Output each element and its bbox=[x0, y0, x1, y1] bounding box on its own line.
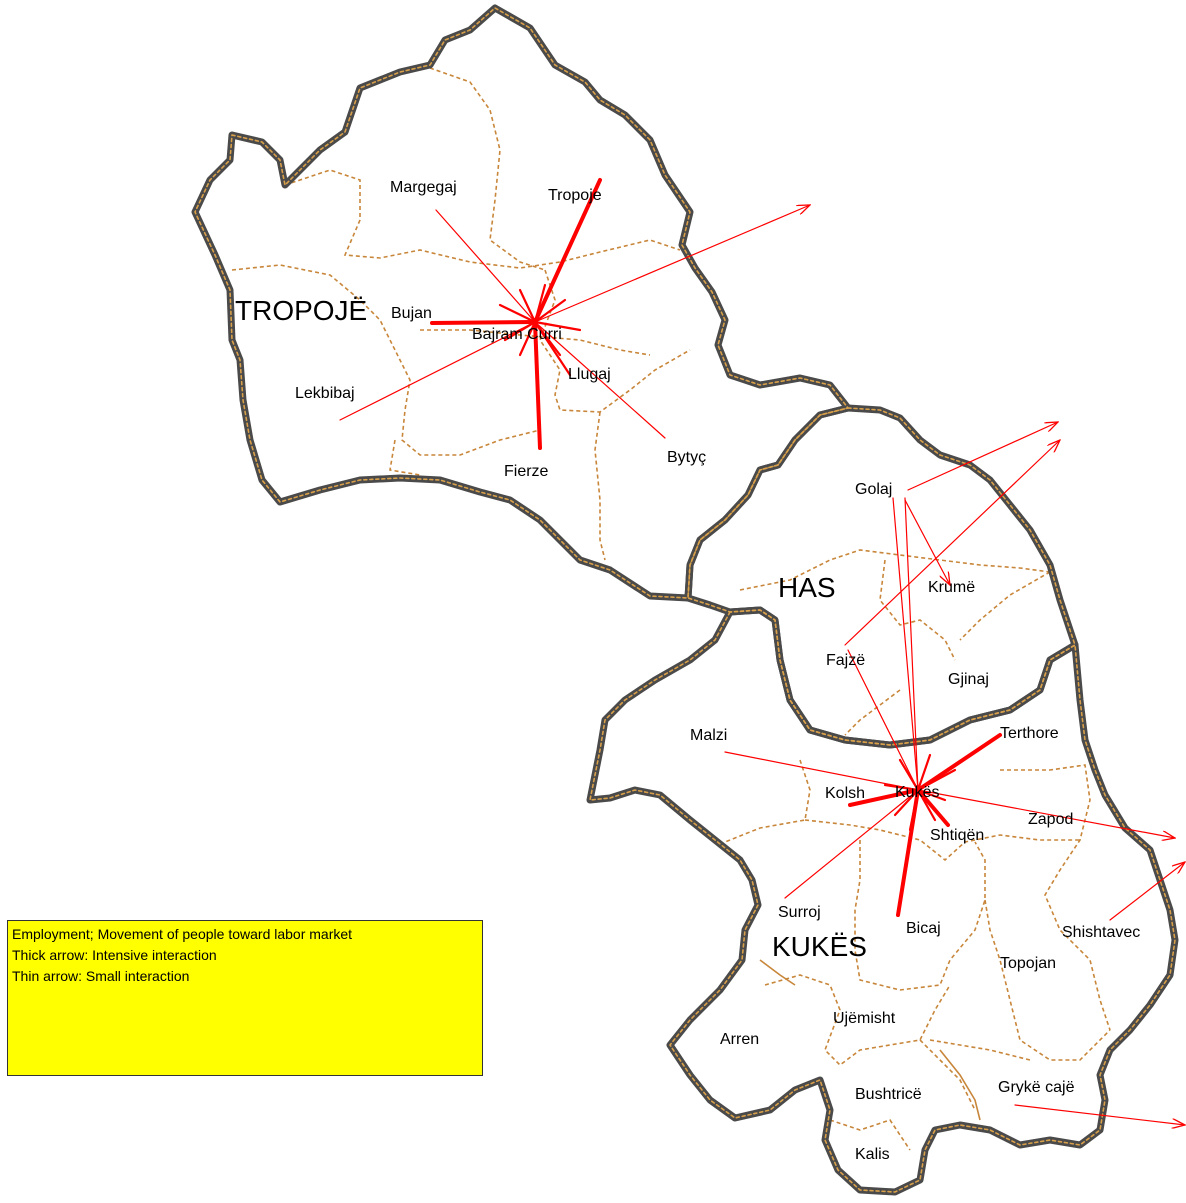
commune-label-ujemisht: Ujëmisht bbox=[833, 1010, 896, 1027]
arrow-shtiqen-thick bbox=[916, 788, 950, 827]
commune-label-kalis: Kalis bbox=[855, 1146, 890, 1163]
movement-arrows bbox=[339, 178, 1185, 1125]
commune-label-fajze: Fajzë bbox=[826, 652, 865, 669]
arrow-gryke-caje-out bbox=[1014, 1104, 1185, 1125]
arrow-bytyc bbox=[534, 321, 666, 439]
district-borders bbox=[759, 959, 981, 1121]
commune-label-bujan: Bujan bbox=[391, 305, 432, 322]
arrow-fajze-out bbox=[844, 440, 1060, 646]
arrow-malzi bbox=[724, 751, 919, 791]
commune-labels: Margegaj Tropoje Bujan Bajram Curri Lekb… bbox=[295, 179, 1140, 1163]
commune-borders bbox=[231, 67, 1111, 1151]
arrow-golaj-out bbox=[907, 422, 1058, 491]
legend-title: Employment; Movement of people toward la… bbox=[12, 926, 353, 942]
commune-label-fierze: Fierze bbox=[504, 463, 549, 480]
arrow-terthore-thick bbox=[916, 733, 1002, 792]
commune-label-golaj: Golaj bbox=[855, 481, 892, 498]
commune-label-surroj: Surroj bbox=[778, 904, 821, 921]
commune-label-margegaj: Margegaj bbox=[390, 179, 457, 196]
legend-thick-arrow: Thick arrow: Intensive interaction bbox=[12, 947, 217, 963]
arrow-fierze-thick bbox=[533, 320, 542, 450]
legend-thin-arrow: Thin arrow: Small interaction bbox=[12, 968, 190, 984]
commune-label-bytyc: Bytyç bbox=[667, 449, 706, 466]
commune-label-bajram-curri: Bajram Curri bbox=[472, 326, 562, 343]
commune-label-arren: Arren bbox=[720, 1031, 759, 1048]
arrow-golaj-2 bbox=[904, 497, 919, 791]
commune-label-topojan: Topojan bbox=[1000, 955, 1056, 972]
arrow-fajze bbox=[847, 649, 919, 791]
district-label-tropoje: TROPOJË bbox=[235, 295, 367, 326]
commune-label-shishtavec: Shishtavec bbox=[1062, 924, 1140, 941]
commune-label-malzi: Malzi bbox=[690, 727, 727, 744]
arrow-golaj-krume bbox=[904, 499, 950, 585]
arrow-kolsh-thick bbox=[848, 788, 920, 807]
arrow-tropoje-out bbox=[534, 205, 810, 323]
commune-label-gjinaj: Gjinaj bbox=[948, 671, 989, 688]
arrow-margegaj bbox=[435, 209, 536, 323]
commune-label-bicaj: Bicaj bbox=[906, 920, 941, 937]
commune-label-kukes: Kukës bbox=[895, 784, 939, 801]
commune-label-kolsh: Kolsh bbox=[825, 785, 865, 802]
arrow-surroj bbox=[784, 789, 919, 899]
map-legend: Employment; Movement of people toward la… bbox=[7, 920, 483, 1076]
district-labels: TROPOJË HAS KUKËS bbox=[235, 295, 867, 962]
arrow-kukes-out-east bbox=[917, 789, 1175, 838]
commune-label-tropoje: Tropoje bbox=[548, 187, 602, 204]
commune-label-llugaj: Llugaj bbox=[568, 366, 611, 383]
arrow-shishtavec-out bbox=[1109, 862, 1185, 921]
region-boundaries bbox=[191, 4, 1179, 1196]
district-label-kukes: KUKËS bbox=[772, 931, 867, 962]
commune-label-shtiqen: Shtiqën bbox=[930, 827, 984, 844]
commune-label-gryke-caje: Grykë cajë bbox=[998, 1079, 1075, 1096]
commune-label-bushtrice: Bushtricë bbox=[855, 1086, 922, 1103]
arrow-lekbibaj bbox=[339, 321, 536, 421]
arrow-golaj bbox=[892, 497, 919, 791]
commune-label-krume: Krumë bbox=[928, 579, 975, 596]
arrow-bujan-thick bbox=[430, 320, 537, 325]
district-label-has: HAS bbox=[778, 572, 836, 603]
commune-label-zapod: Zapod bbox=[1028, 811, 1073, 828]
arrow-tropoje-thick bbox=[533, 178, 602, 324]
commune-label-lekbibaj: Lekbibaj bbox=[295, 385, 355, 402]
commune-label-terthore: Terthore bbox=[1000, 725, 1059, 742]
